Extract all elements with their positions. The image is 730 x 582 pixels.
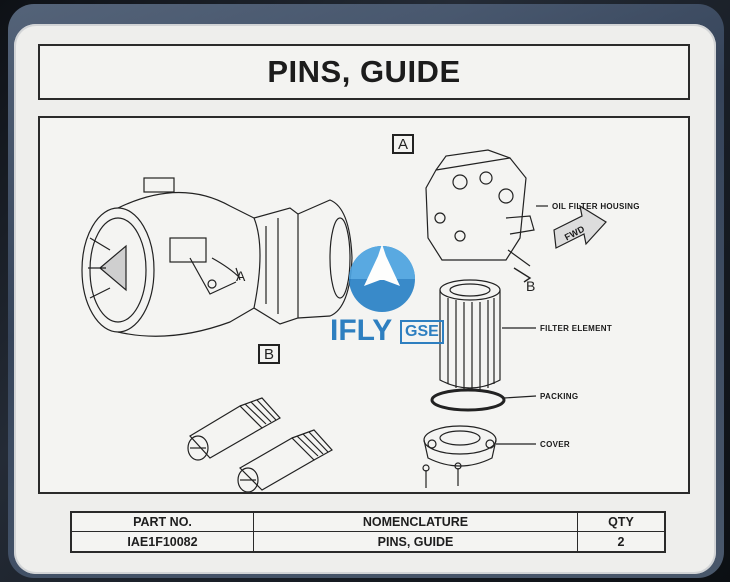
title-box: PINS, GUIDE [38,44,690,100]
watermark-brand: IFLY [330,314,393,347]
header-part-no: PART NO. [72,513,254,532]
header-qty: QTY [578,513,664,532]
placard-title: PINS, GUIDE [267,54,461,89]
diagram-panel: A B A B OIL FILTER HOUSING FILTER ELEMEN… [38,116,690,494]
iffy-gse-watermark-logo [349,244,415,312]
housing-callout-b: B [526,278,536,294]
watermark-suffix: GSE [400,320,444,344]
oil-filter-housing-drawing [425,149,548,267]
view-b-box: B [258,344,280,364]
label-filter-element: FILTER ELEMENT [540,324,613,333]
label-cover: COVER [540,440,570,449]
cover-drawing [422,425,536,488]
cell-nomenclature: PINS, GUIDE [254,532,578,551]
placard: PINS, GUIDE [14,24,716,574]
packing-drawing [430,388,537,412]
engine-callout-a: A [236,268,246,284]
view-a-box: A [392,134,414,154]
filter-element-drawing [439,279,536,390]
guide-pins-drawing [187,397,333,492]
label-oil-filter-housing: OIL FILTER HOUSING [552,202,640,211]
header-nomenclature: NOMENCLATURE [254,513,578,532]
label-packing: PACKING [540,392,579,401]
cell-part-no: IAE1F10082 [72,532,254,551]
cell-qty: 2 [617,534,625,549]
parts-diagram [81,149,607,492]
fwd-arrow-drawing [553,204,607,249]
parts-table: PART NO. NOMENCLATURE QTY IAE1F10082 PIN… [70,511,666,553]
engine-drawing [81,177,353,337]
